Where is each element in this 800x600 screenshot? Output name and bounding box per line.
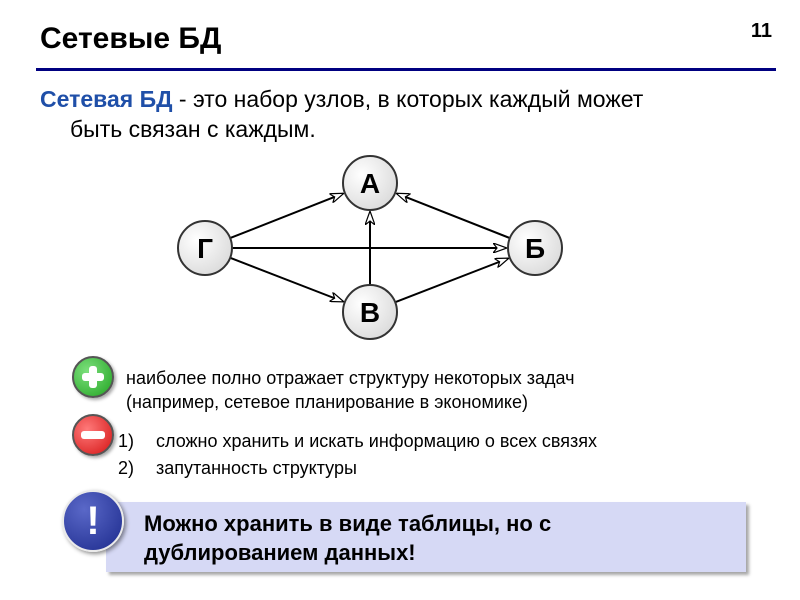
network-diagram: А Б В Г	[177, 155, 563, 340]
nodes-layer: А Б В Г	[177, 155, 563, 340]
note-box: Можно хранить в виде таблицы, но с дубли…	[106, 502, 746, 572]
graph-node: Г	[177, 220, 233, 276]
exclamation-icon: !	[62, 490, 124, 552]
list-number: 2)	[118, 458, 135, 478]
note-line2: дублированием данных!	[144, 540, 416, 565]
list-item: 1) сложно хранить и искать информацию о …	[118, 428, 597, 455]
edges-layer	[229, 194, 511, 304]
list-text: запутанность структуры	[156, 458, 357, 478]
minus-icon	[72, 414, 114, 456]
graph-node: В	[342, 284, 398, 340]
slide-title: Сетевые БД	[40, 22, 222, 55]
node-circle	[507, 220, 563, 276]
note-text: Можно хранить в виде таблицы, но с дубли…	[144, 509, 551, 567]
title-divider	[36, 68, 776, 71]
graph-node: Б	[507, 220, 563, 276]
node-label: Б	[525, 233, 545, 264]
definition-text: Сетевая БД - это набор узлов, в которых …	[40, 84, 760, 144]
node-circle	[177, 220, 233, 276]
node-label: В	[360, 297, 380, 328]
list-text: сложно хранить и искать информацию о все…	[156, 431, 597, 451]
pros-line1: наиболее полно отражает структуру некото…	[126, 368, 575, 388]
cons-list: 1) сложно хранить и искать информацию о …	[118, 428, 597, 482]
list-number: 1)	[118, 431, 135, 451]
list-item: 2) запутанность структуры	[118, 455, 597, 482]
pros-line2: (например, сетевое планирование в эконом…	[126, 392, 528, 412]
edge-5	[394, 259, 508, 304]
node-label: Г	[197, 233, 213, 264]
node-circle	[342, 155, 398, 211]
plus-icon	[72, 356, 114, 398]
note-line1: Можно хранить в виде таблицы, но с	[144, 511, 552, 536]
definition-line1: - это набор узлов, в которых каждый може…	[172, 86, 644, 112]
pros-text: наиболее полно отражает структуру некото…	[126, 366, 746, 414]
edge-4	[229, 256, 343, 302]
definition-line2: быть связан с каждым.	[70, 116, 316, 142]
slide-number: 11	[750, 20, 772, 42]
edge-1	[397, 194, 511, 240]
definition-term: Сетевая БД	[40, 86, 173, 112]
node-circle	[342, 284, 398, 340]
node-label: А	[360, 168, 380, 199]
edge-0	[229, 194, 343, 240]
graph-node: А	[342, 155, 398, 211]
